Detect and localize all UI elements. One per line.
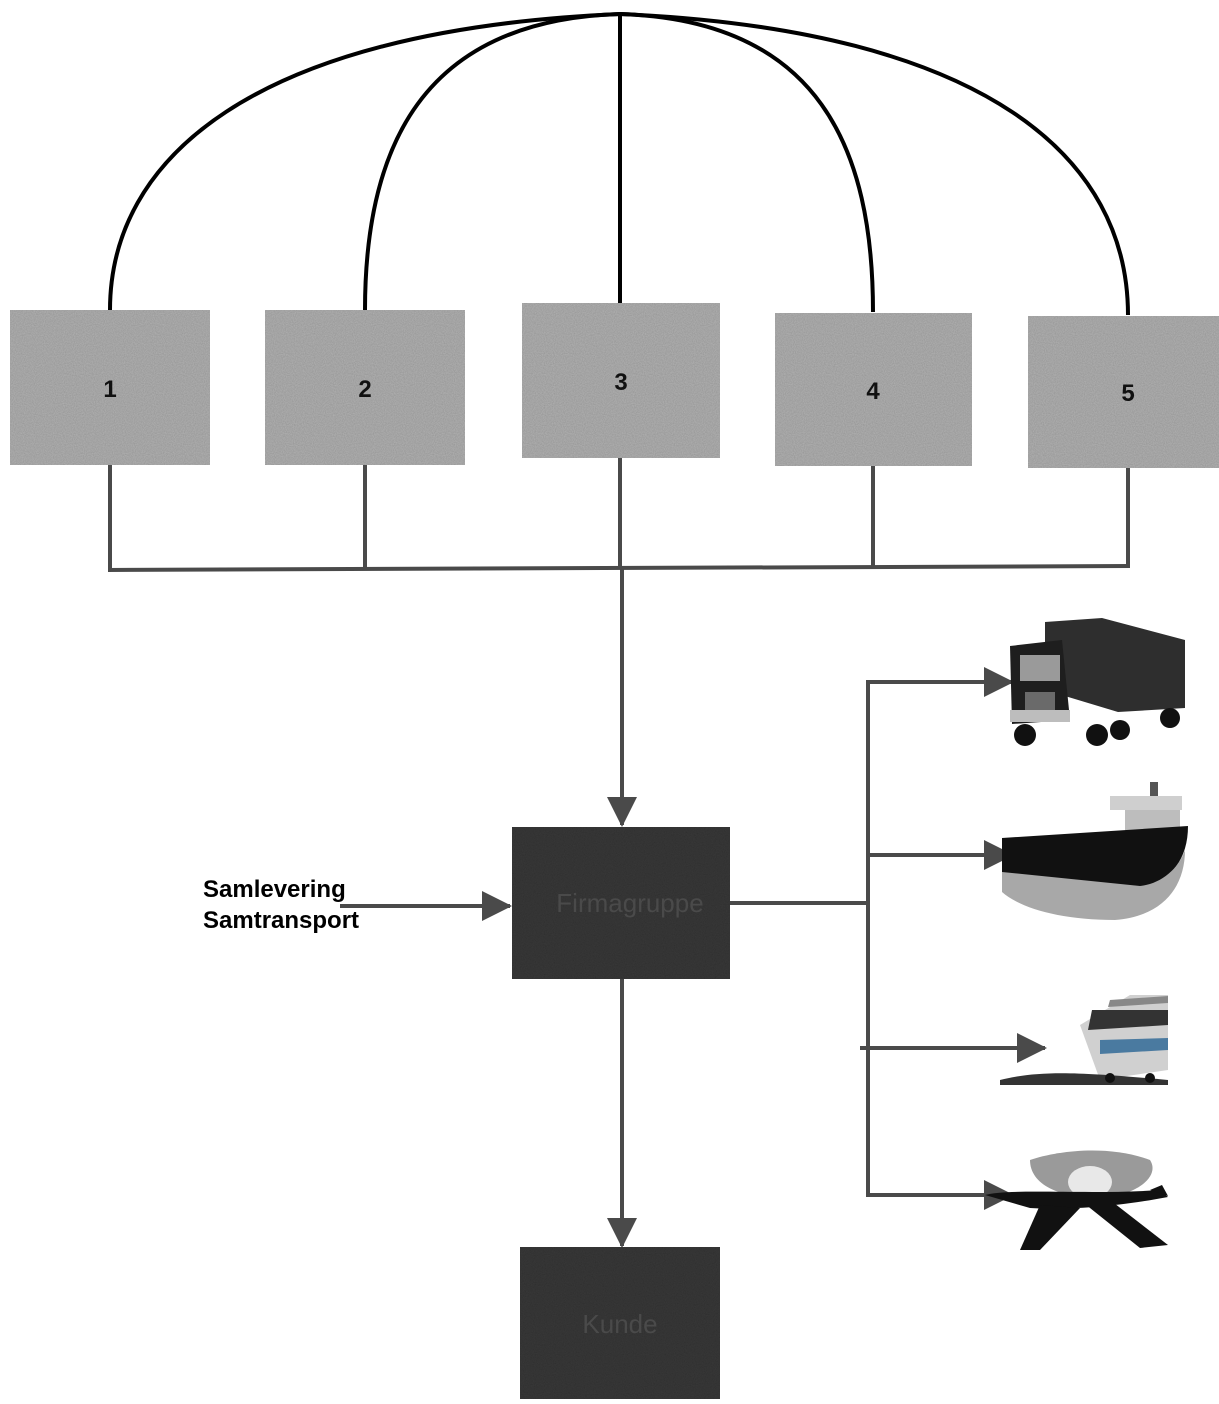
member-label-3: 3 <box>614 369 627 396</box>
member-boxes: 1 2 3 4 5 <box>10 303 1219 468</box>
arc-member-5 <box>619 12 1130 316</box>
member-box-3: 3 <box>522 303 720 458</box>
member-box-1: 1 <box>10 310 210 465</box>
input-label-line2: Samtransport <box>203 907 359 934</box>
transport-branches <box>730 667 1047 1210</box>
collector-bus <box>107 458 1131 572</box>
ship-icon <box>1002 782 1188 920</box>
truck-icon <box>1010 618 1185 746</box>
customer-label: Kunde <box>582 1309 657 1339</box>
train-icon <box>1000 995 1168 1085</box>
arc-member-4 <box>619 12 875 313</box>
member-label-4: 4 <box>866 378 880 405</box>
arc-member-2 <box>363 12 621 311</box>
member-box-5: 5 <box>1028 316 1219 468</box>
member-box-4: 4 <box>775 313 972 466</box>
side-input: Samlevering Samtransport <box>203 876 512 934</box>
member-label-2: 2 <box>358 376 371 403</box>
hub-box: Firmagruppe <box>512 827 730 979</box>
member-box-2: 2 <box>265 310 465 465</box>
input-label-line1: Samlevering <box>203 876 346 903</box>
member-label-1: 1 <box>103 376 116 403</box>
member-label-5: 5 <box>1121 380 1134 407</box>
customer-box: Kunde <box>520 1247 720 1399</box>
hub-label: Firmagruppe <box>556 888 703 918</box>
arc-member-1 <box>108 12 621 311</box>
umbrella-arcs <box>108 12 1130 316</box>
airplane-icon <box>985 1150 1168 1250</box>
